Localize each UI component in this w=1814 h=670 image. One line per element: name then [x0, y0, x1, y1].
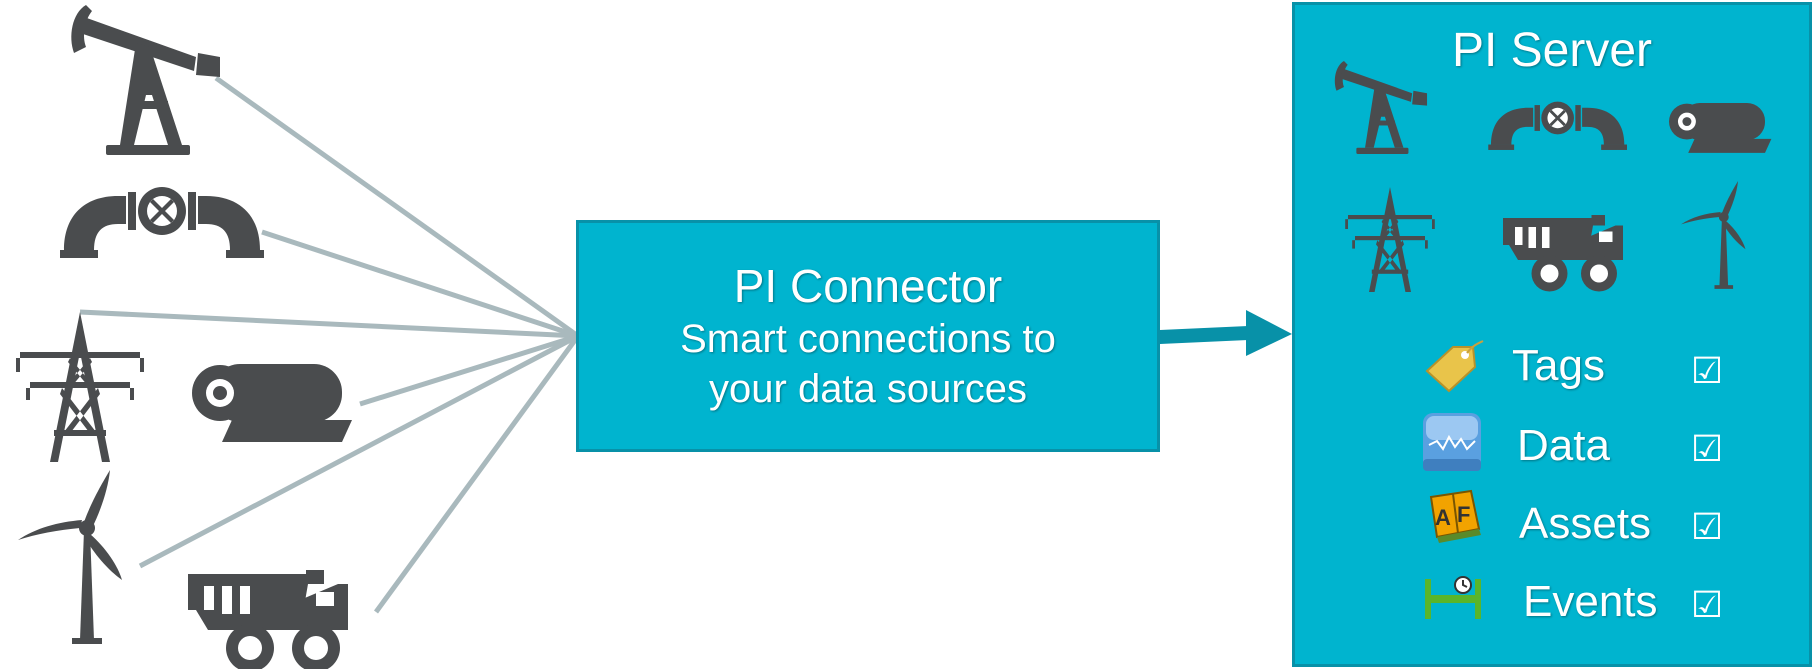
- tag-icon: [1425, 340, 1484, 393]
- connector-subtitle-line1: Smart connections to: [680, 317, 1056, 361]
- server-pump-jack-icon: [1334, 61, 1428, 154]
- data-checkbox[interactable]: ☑: [1691, 429, 1724, 470]
- connection-line: [373, 334, 581, 614]
- connection-line: [359, 333, 579, 407]
- haul-truck-icon: [188, 570, 348, 669]
- svg-text:A: A: [1435, 505, 1451, 530]
- af-asset-icon: A F: [1429, 489, 1481, 543]
- svg-text:F: F: [1457, 502, 1470, 527]
- event-timeline-icon: [1425, 576, 1481, 619]
- power-tower-icon: [16, 312, 144, 462]
- connection-lines: [79, 75, 581, 614]
- server-power-tower-icon: [1345, 187, 1435, 292]
- connection-line: [261, 229, 579, 339]
- assets-checkbox[interactable]: ☑: [1691, 507, 1724, 548]
- paper-roll-icon: [192, 364, 352, 442]
- server-paper-roll-icon: [1669, 103, 1772, 153]
- server-wind-turbine-icon: [1681, 181, 1746, 289]
- server-pipe-valve-icon: [1488, 101, 1627, 150]
- server-title: PI Server: [1451, 24, 1653, 77]
- connection-line: [214, 75, 580, 339]
- pi-server-box: PI Server A F: [1292, 2, 1812, 667]
- server-haul-truck-icon: [1503, 215, 1623, 292]
- connector-title: PI Connector: [733, 260, 1003, 312]
- wind-turbine-icon: [18, 470, 122, 644]
- flow-arrow: [1160, 310, 1292, 356]
- feature-assets-label: Assets: [1519, 499, 1652, 548]
- connection-line: [138, 333, 580, 569]
- feature-tags-label: Tags: [1512, 341, 1605, 390]
- pump-jack-icon: [71, 5, 220, 155]
- feature-data-label: Data: [1517, 421, 1610, 470]
- tags-checkbox[interactable]: ☑: [1691, 351, 1724, 392]
- connection-line: [79, 309, 579, 339]
- pipe-valve-icon: [60, 187, 264, 258]
- trend-chart-icon: [1423, 413, 1481, 471]
- events-checkbox[interactable]: ☑: [1691, 585, 1724, 626]
- feature-events-label: Events: [1523, 577, 1658, 626]
- connector-subtitle-line2: your data sources: [709, 367, 1027, 411]
- pi-connector-box: PI Connector Smart connections to your d…: [576, 220, 1160, 452]
